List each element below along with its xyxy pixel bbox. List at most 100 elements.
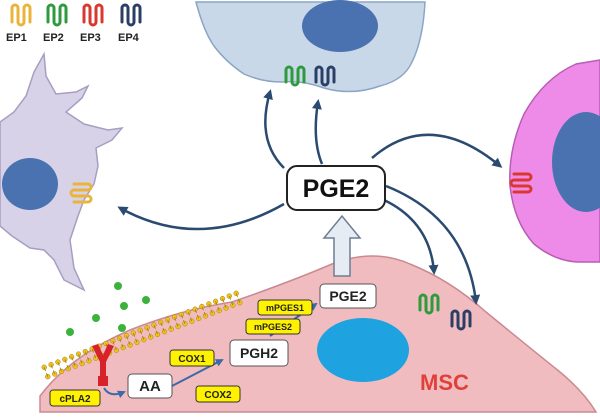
lipid-tail — [64, 359, 67, 364]
lipid-tail — [114, 346, 117, 351]
cox2-label: COX2 — [204, 390, 232, 401]
membrane-bilayer — [41, 290, 243, 380]
legend-label-ep1: EP1 — [6, 32, 27, 44]
lipid-head — [189, 318, 195, 324]
lipid-head — [148, 334, 154, 340]
lipid-tail — [228, 295, 232, 300]
lipid-tail — [128, 341, 131, 346]
lipid-tail — [73, 362, 76, 367]
lipid-tail — [119, 338, 122, 343]
legend-ep1: EP1 — [6, 3, 32, 44]
lipid-tail — [235, 293, 238, 298]
lipid-tail — [176, 322, 179, 327]
lipid-tail — [203, 311, 206, 317]
lipid-tail — [169, 325, 172, 330]
legend-label-ep3: EP3 — [80, 32, 101, 44]
lipid-head — [237, 300, 243, 306]
lipid-tail — [196, 314, 200, 319]
lipid-tail — [174, 316, 177, 322]
lipid-tail — [142, 335, 145, 340]
lipid-tail — [78, 353, 81, 359]
lipid-tail — [139, 330, 142, 335]
pgh2-label: PGH2 — [240, 345, 278, 361]
lipid-tail — [215, 301, 218, 306]
right-cell — [509, 59, 600, 263]
msc-cell-body — [39, 255, 598, 413]
cox1-box: COX1 — [169, 349, 215, 367]
arrow-to-msc-2 — [385, 184, 481, 305]
right-cell-nucleus — [552, 112, 600, 212]
lipid-tail — [80, 359, 83, 364]
msc-ep4-receptor-icon — [450, 309, 472, 331]
lipid-tail — [190, 317, 193, 322]
lipid-tail — [153, 324, 156, 329]
lipid-tail — [126, 335, 129, 340]
lipid-tail — [208, 303, 211, 308]
msc-label: MSC — [420, 370, 469, 395]
cox2-box: COX2 — [195, 385, 241, 403]
legend-ep3: EP3 — [80, 3, 104, 44]
pge2-center-box: PGE2 — [286, 165, 386, 211]
mpges2-label: mPGES2 — [254, 322, 292, 332]
cpla2-box: cPLA2 — [49, 389, 101, 407]
legend-ep4: EP4 — [118, 3, 142, 44]
pgh2-box: PGH2 — [229, 339, 289, 367]
lipid-tail — [66, 364, 69, 369]
lipid-tail — [183, 319, 186, 324]
lipid-tail — [71, 356, 74, 361]
top-cell-nucleus — [302, 0, 378, 52]
pge2-inner-box: PGE2 — [319, 283, 377, 309]
ep3-receptor-icon — [82, 3, 104, 27]
top-cell — [195, 0, 426, 93]
lipid-tail — [210, 309, 213, 314]
secretion-arrow — [322, 214, 362, 277]
lipid-tail — [162, 327, 165, 332]
green-dot — [120, 302, 128, 310]
lipid-tail — [46, 372, 49, 377]
lipid-head — [168, 326, 174, 332]
mpges2-box: mPGES2 — [245, 318, 301, 335]
green-dots — [66, 282, 150, 336]
lipid-tail — [167, 319, 170, 324]
aa-box: AA — [127, 373, 173, 399]
arrow-to-right-cell — [371, 133, 503, 168]
lipid-tail — [187, 311, 190, 316]
lipid-head — [141, 337, 147, 343]
green-dot — [118, 324, 126, 332]
arrow-to-left-cell — [117, 202, 285, 231]
legend: EP1 EP2 EP3 EP4 — [6, 3, 142, 44]
ep1-receptor-icon — [10, 3, 32, 27]
lipid-tail — [132, 332, 136, 337]
lipid-tail — [112, 340, 115, 345]
left-cell — [0, 51, 124, 292]
legend-label-ep2: EP2 — [43, 32, 64, 44]
top-cell-ep4-receptor-icon — [314, 65, 336, 87]
green-dot — [114, 282, 122, 290]
lipid-tail — [59, 367, 62, 372]
lipid-tail — [238, 298, 241, 303]
mpges1-box: mPGES1 — [257, 299, 313, 316]
msc-nucleus — [317, 318, 409, 382]
msc-ep2-receptor-icon — [418, 293, 440, 315]
lipid-tail — [222, 298, 225, 303]
cpla2-anchor — [98, 376, 108, 386]
mpges1-label: mPGES1 — [266, 303, 304, 313]
left-cell-ep1-receptor-icon — [69, 182, 93, 204]
arrow-to-top-cell-right — [311, 99, 324, 165]
legend-ep2: EP2 — [43, 3, 68, 44]
lipid-tail — [43, 367, 46, 372]
cpla2-label: cPLA2 — [59, 394, 91, 405]
legend-label-ep4: EP4 — [118, 32, 140, 44]
cpla2-receptor-icon — [92, 344, 114, 376]
ep2-receptor-icon — [46, 3, 68, 27]
msc-cell: MSC — [39, 255, 598, 413]
aa-label: AA — [139, 378, 161, 395]
pge2-center-label: PGE2 — [303, 175, 370, 203]
lipid-tail — [180, 314, 184, 319]
lipid-tail — [94, 354, 97, 359]
lipid-tail — [194, 309, 197, 314]
lipid-tail — [155, 330, 158, 335]
arrow-cpla2-to-aa — [103, 387, 126, 399]
green-dot — [66, 328, 74, 336]
arrow-to-top-cell-left — [263, 89, 285, 169]
